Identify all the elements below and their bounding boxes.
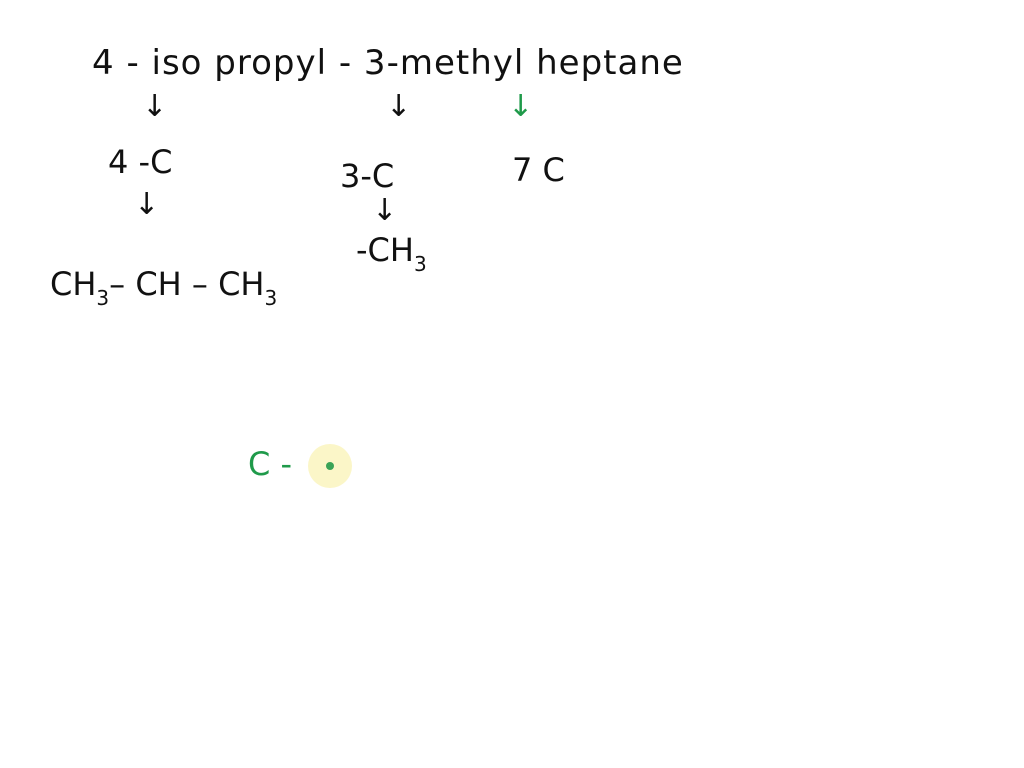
isopropyl-position-label: 4 -C xyxy=(108,143,173,181)
formula-subscript: 3 xyxy=(413,252,427,276)
arrow-down-icon: ↓ xyxy=(134,187,160,222)
formula-text: – CH – CH xyxy=(109,265,265,303)
arrow-down-icon: ↓ xyxy=(372,193,398,228)
arrow-down-icon: ↓ xyxy=(386,89,412,124)
formula-text: -CH xyxy=(356,231,414,269)
isopropyl-structure: CH3– CH – CH3 xyxy=(50,268,277,308)
carbon-chain-start-label: C - xyxy=(248,445,293,483)
compound-name: 4 - iso propyl - 3-methyl heptane xyxy=(92,43,684,83)
methyl-group-formula: -CH3 xyxy=(356,234,427,274)
parent-chain-label: 7 C xyxy=(512,151,565,189)
formula-subscript: 3 xyxy=(264,286,278,310)
formula-subscript: 3 xyxy=(96,286,110,310)
pointer-cursor-icon xyxy=(326,462,334,470)
arrow-down-icon: ↓ xyxy=(508,89,534,124)
methyl-position-label: 3-C xyxy=(340,157,395,195)
arrow-down-icon: ↓ xyxy=(142,89,168,124)
formula-text: CH xyxy=(50,265,97,303)
